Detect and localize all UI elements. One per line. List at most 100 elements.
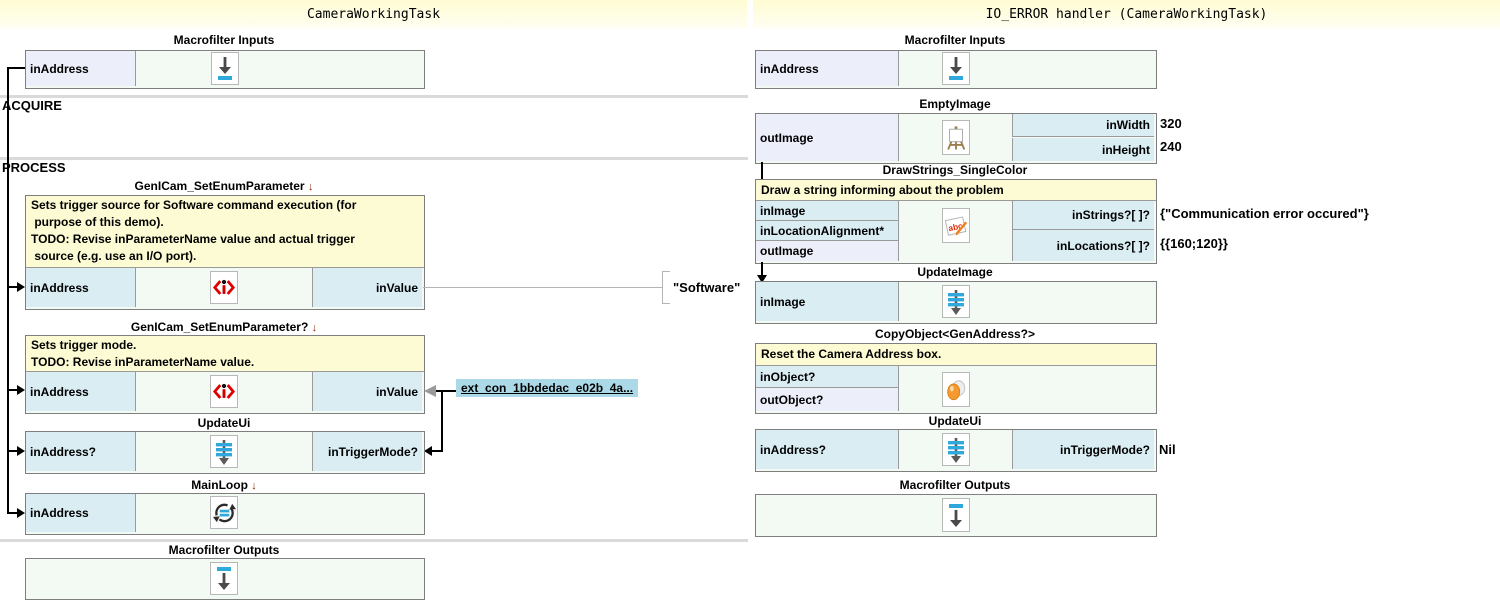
block-title-mainloop: MainLoop ↓ [191,478,257,492]
updateimage-block[interactable]: inImage [755,281,1157,324]
left-panel-header: CameraWorkingTask [0,0,747,28]
port-inValue[interactable]: inValue [312,372,422,411]
connection-wire [9,389,17,391]
filter-comment: Sets trigger source for Software command… [26,196,424,268]
ext-connection-wire [436,390,456,392]
connection-wire [7,67,25,69]
macrofilter-outputs-block[interactable] [755,494,1157,537]
connection-wire [761,162,763,194]
macrofilter-input-icon [211,52,239,85]
connection-wire [9,286,17,288]
update-icon [942,285,970,318]
macrofilter-output-icon [210,562,238,595]
macrofilter-inputs-block[interactable]: inAddress [25,50,425,89]
drawstrings-block[interactable]: Draw a string informing about the proble… [755,179,1157,264]
block-title-updateui: UpdateUi [928,414,982,428]
instance-link-arrow: ↓ [311,322,318,334]
port-inHeight[interactable]: inHeight [1012,138,1154,161]
port-inLocationAlignment[interactable]: inLocationAlignment* [756,221,899,241]
block-title-emptyimage: EmptyImage [919,97,991,111]
port-inAddress[interactable]: inAddress? [756,430,899,469]
filter-comment: Draw a string informing about the proble… [756,180,1156,201]
ext-connection-wire [441,390,443,452]
invalue-constant[interactable]: "Software" [673,280,741,295]
wire-arrowhead [17,446,25,456]
section-label-process: PROCESS [2,160,66,175]
intriggermode-value[interactable]: Nil [1159,442,1176,457]
draw-strings-icon: abc [942,208,970,243]
ext-connection-label[interactable]: ext_con_1bbdedac_e02b_4a... [456,379,639,397]
block-title-genicam2: GenICam_SetEnumParameter? ↓ [130,320,318,334]
section-divider [0,539,748,542]
inheight-value[interactable]: 240 [1160,139,1182,154]
macrofilter-output-icon [942,498,970,532]
macrofilter-outputs-block[interactable] [25,558,425,600]
constant-bracket [662,271,663,304]
update-icon [942,433,970,466]
instance-link-arrow: ↓ [307,181,314,193]
port-inAddress[interactable]: inAddress [756,51,899,86]
copyobject-block[interactable]: Reset the Camera Address box. inObject? … [755,343,1157,414]
left-panel-title: CameraWorkingTask [306,7,441,22]
port-outImage[interactable]: outImage [756,241,899,261]
ext-wire-arrowhead [424,446,432,456]
genicam-set-enum-parameter-block[interactable]: Sets trigger source for Software command… [25,195,425,310]
block-title-macrofilter-inputs: Macrofilter Inputs [173,33,275,47]
port-inAddress[interactable]: inAddress [26,51,136,86]
block-title-macrofilter-outputs: Macrofilter Outputs [899,478,1011,492]
updateui-block[interactable]: inAddress? inTriggerMode? [25,431,425,474]
instance-link-arrow: ↓ [251,480,257,492]
block-title-macrofilter-inputs: Macrofilter Inputs [904,33,1006,47]
port-inTriggerMode[interactable]: inTriggerMode? [312,432,422,471]
updateui-block[interactable]: inAddress? inTriggerMode? [755,429,1157,472]
instrings-value[interactable]: {"Communication error occured"} [1160,206,1369,221]
block-title-drawstrings: DrawStrings_SingleColor [882,163,1028,177]
right-panel-title: IO_ERROR handler (CameraWorkingTask) [985,7,1268,22]
port-inWidth[interactable]: inWidth [1012,114,1154,137]
port-inImage[interactable]: inImage [756,282,899,321]
constant-bracket [662,303,670,304]
port-outObject[interactable]: outObject? [756,388,899,411]
macrofilter-input-icon [942,52,970,85]
genicam-set-enum-parameter2-block[interactable]: Sets trigger mode. TODO: Revise inParame… [25,335,425,414]
constant-bracket [662,271,670,272]
port-outImage[interactable]: outImage [756,114,899,161]
mainloop-block[interactable]: inAddress [25,493,425,535]
port-inLocations[interactable]: inLocations?[ ]? [1012,230,1154,261]
copy-object-icon [942,372,970,407]
genicam-parameter-icon [210,271,238,304]
port-inAddress[interactable]: inAddress? [26,432,136,471]
right-panel-header: IO_ERROR handler (CameraWorkingTask) [753,0,1500,28]
constant-wire [423,287,662,288]
wire-arrowhead [17,282,25,292]
port-inImage[interactable]: inImage [756,201,899,221]
port-inStrings[interactable]: inStrings?[ ]? [1012,201,1154,230]
block-title-updateimage: UpdateImage [917,265,993,279]
port-inObject[interactable]: inObject? [756,366,899,388]
wire-arrowhead [17,508,25,518]
block-title-copyobject: CopyObject<GenAddress?> [874,327,1036,341]
connection-wire [9,450,17,452]
section-label-acquire: ACQUIRE [2,98,62,113]
port-inAddress[interactable]: inAddress [26,268,136,307]
connection-wire [7,67,9,514]
wire-arrowhead [17,385,25,395]
block-title-macrofilter-outputs: Macrofilter Outputs [168,543,280,557]
macrofilter-inputs-block[interactable]: inAddress [755,50,1157,89]
port-inValue[interactable]: inValue [312,268,422,307]
port-inTriggerMode[interactable]: inTriggerMode? [1012,430,1154,469]
ext-wire-arrowhead [424,385,436,397]
port-inAddress[interactable]: inAddress [26,372,136,411]
inwidth-value[interactable]: 320 [1160,116,1182,131]
filter-comment: Sets trigger mode. TODO: Revise inParame… [26,336,424,372]
main-loop-icon [210,496,238,529]
emptyimage-block[interactable]: outImage inWidth inHeight [755,113,1157,164]
port-inAddress[interactable]: inAddress [26,494,136,532]
inlocations-value[interactable]: {{160;120}} [1160,236,1228,251]
genicam-parameter-icon [210,375,238,408]
ext-connection-wire [432,450,442,452]
update-icon [210,435,238,468]
block-title-genicam1: GenICam_SetEnumParameter ↓ [134,179,314,193]
empty-image-icon [942,120,970,155]
